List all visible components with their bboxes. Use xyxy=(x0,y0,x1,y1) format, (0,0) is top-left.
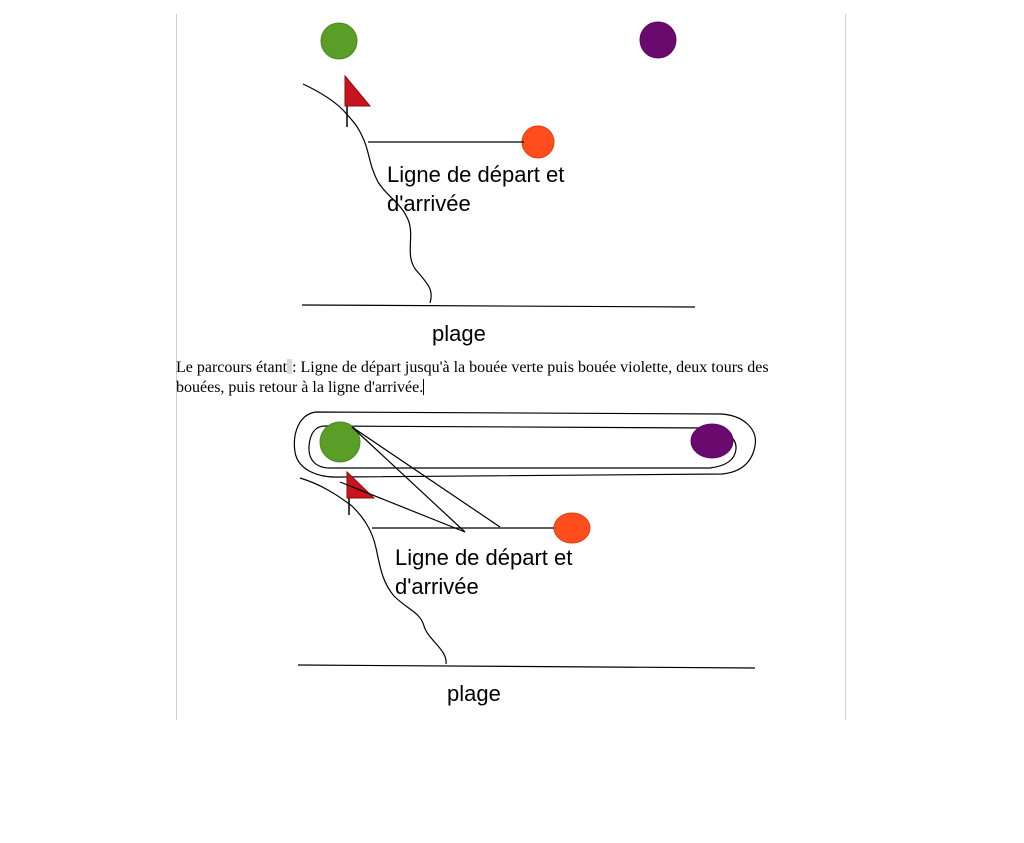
selection-mark xyxy=(287,359,293,374)
course-description-paragraph[interactable]: Le parcours étant: Ligne de départ jusqu… xyxy=(176,358,801,398)
green-buoy-top xyxy=(320,22,358,60)
beach-line-bottom xyxy=(297,664,756,669)
orange-buoy-bottom xyxy=(553,512,591,544)
start-finish-label-top-line1: Ligne de départ et xyxy=(387,162,565,187)
green-buoy-bottom xyxy=(319,421,361,463)
beach-line-top xyxy=(301,304,696,308)
text-cursor xyxy=(423,379,425,395)
beach-label-top: plage xyxy=(432,321,486,346)
start-finish-label-top-line2: d'arrivée xyxy=(387,191,471,216)
course-path-start xyxy=(339,481,466,533)
red-flag-top xyxy=(344,74,372,107)
shoreline-bottom xyxy=(299,477,447,665)
purple-buoy-bottom xyxy=(690,423,734,459)
paragraph-text-start: Le parcours étant xyxy=(176,359,288,376)
start-finish-label-bottom-line2: d'arrivée xyxy=(395,574,479,599)
purple-buoy-top xyxy=(639,21,677,59)
paragraph-text-rest: : Ligne de départ jusqu'à la bouée verte… xyxy=(176,359,769,396)
course-loop-outer xyxy=(293,411,756,478)
beach-label-bottom: plage xyxy=(447,681,501,706)
course-path-to-green xyxy=(351,426,466,533)
shoreline-top xyxy=(302,83,432,304)
start-finish-label-bottom-line1: Ligne de départ et xyxy=(395,545,573,570)
course-path-return xyxy=(351,426,501,528)
